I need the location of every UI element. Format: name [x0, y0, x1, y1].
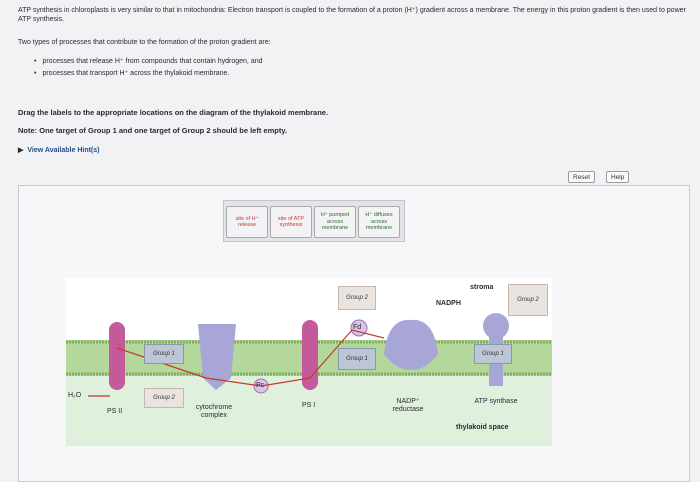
label-h-pumped[interactable]: H⁺ pumped across membrane	[314, 206, 356, 238]
ps2-protein	[109, 322, 125, 390]
drop-target-group1[interactable]: Group 1	[474, 344, 512, 364]
nadp-reductase-protein	[384, 319, 438, 370]
list-item: processes that transport H⁺ across the t…	[34, 68, 263, 80]
atp-synthase-head	[483, 313, 509, 339]
drop-target-group2[interactable]: Group 2	[144, 388, 184, 408]
ps1-label: PS I	[302, 402, 316, 409]
thylakoid-membrane-svg	[66, 278, 552, 446]
view-hints-link[interactable]: ▶View Available Hint(s)	[18, 146, 100, 155]
list-item: processes that release H⁺ from compounds…	[34, 56, 262, 68]
intro-paragraph: ATP synthesis in chloroplasts is very si…	[18, 7, 686, 23]
drop-target-group2[interactable]: Group 2	[508, 284, 548, 316]
note-text: Note: One target of Group 1 and one targ…	[18, 126, 288, 135]
atp-synthase-label: ATP synthase	[474, 398, 518, 405]
stroma-label: stroma	[470, 284, 494, 291]
cytochrome-protein	[198, 324, 236, 390]
process-list: processes that release H⁺ from compounds…	[34, 56, 263, 80]
h2o-label: H₂O	[68, 392, 82, 399]
drop-target-group1[interactable]: Group 1	[144, 344, 184, 364]
help-button[interactable]: Help	[606, 171, 630, 183]
thylakoid-diagram: stroma NADPH H₂O PS II cytochrome comple…	[66, 278, 552, 446]
reset-button[interactable]: Reset	[568, 171, 595, 183]
triangle-right-icon: ▶	[18, 147, 24, 154]
ps2-label: PS II	[107, 408, 123, 415]
label-h-diffuses[interactable]: H⁺ diffuses across membrane	[358, 206, 400, 238]
electron-path	[116, 329, 385, 387]
types-heading: Two types of processes that contribute t…	[18, 39, 271, 46]
cytochrome-label: cytochrome complex	[195, 404, 233, 419]
ps1-protein	[302, 320, 318, 390]
fd-molecule	[350, 319, 368, 337]
fd-label: Fd	[353, 324, 362, 331]
nadp-reductase-label: NADP⁺ reductase	[392, 398, 424, 413]
label-atp-synthesis[interactable]: site of ATP synthesis	[270, 206, 312, 238]
drag-instruction: Drag the labels to the appropriate locat…	[18, 108, 329, 117]
nadph-label: NADPH	[436, 300, 461, 307]
drop-target-group1[interactable]: Group 1	[338, 348, 376, 370]
thylakoid-space-label: thylakoid space	[456, 424, 509, 431]
pc-label: Pc	[256, 382, 265, 389]
label-h-release[interactable]: site of H⁺ release	[226, 206, 268, 238]
drop-target-group2[interactable]: Group 2	[338, 286, 376, 310]
hints-label: View Available Hint(s)	[27, 147, 100, 154]
